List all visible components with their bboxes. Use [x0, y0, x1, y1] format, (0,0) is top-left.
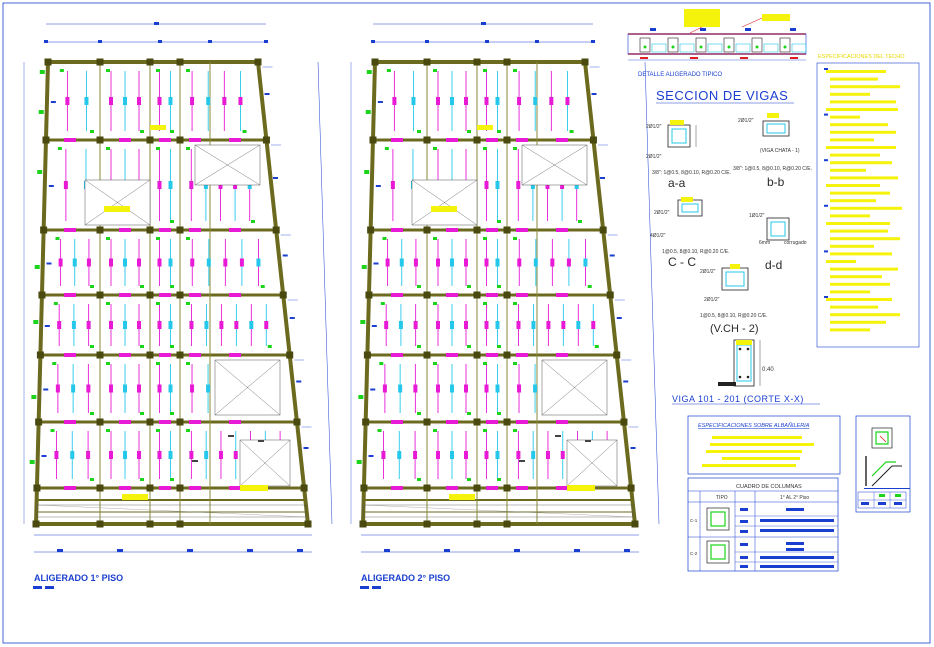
columns-table-title: CUADRO DE COLUMNAS	[736, 484, 802, 490]
svg-text:4Ø1/2": 4Ø1/2"	[650, 233, 666, 239]
section-a-a: 2Ø1/2" 2Ø1/2" 3/8": 1@0.5, 8@0.10, R@0.2…	[646, 120, 731, 190]
svg-text:(VIGA CHATA - 1): (VIGA CHATA - 1)	[760, 148, 800, 154]
svg-text:2Ø1/2": 2Ø1/2"	[654, 210, 670, 216]
columns-table: CUADRO DE COLUMNAS TIPO 1° AL 2° Piso C-…	[687, 477, 839, 572]
svg-text:2Ø1/2": 2Ø1/2"	[646, 124, 662, 130]
svg-text:1@0.5, 8@0.10, R@0.20 C/E.: 1@0.5, 8@0.10, R@0.20 C/E.	[662, 249, 729, 255]
plan-second-floor	[350, 22, 660, 553]
svg-text:2Ø1/2": 2Ø1/2"	[704, 297, 720, 303]
section-d-d: 1Ø1/2" 6mm corrugado d-d	[749, 213, 807, 272]
detail-aligerado-label: DETALLE ALIGERADO TIPICO	[638, 72, 722, 78]
svg-text:corrugado: corrugado	[784, 240, 807, 246]
svg-text:1@0.5, 8@0.10, R@0.20 C/E.: 1@0.5, 8@0.10, R@0.20 C/E.	[700, 313, 767, 319]
detail-yellow-tag	[684, 9, 720, 27]
svg-text:3/8": 1@0.5, 8@0.10, R@0.20 C/: 3/8": 1@0.5, 8@0.10, R@0.20 C/E.	[733, 166, 812, 172]
spec-notes-lines	[824, 68, 902, 332]
section-title: SECCION DE VIGAS	[656, 88, 788, 103]
section-d-d-label: d-d	[765, 258, 782, 272]
albanileria-title: ESPECIFICACIONES SOBRE ALBAÑILERIA	[698, 422, 810, 429]
plan-title-second-floor: ALIGERADO 2° PISO	[361, 573, 450, 583]
svg-text:6mm: 6mm	[759, 240, 770, 246]
column-type-c2: C-2	[690, 551, 698, 556]
column-type-c1: C-1	[690, 518, 698, 523]
albanileria-box	[687, 415, 841, 475]
section-a-a-label: a-a	[668, 176, 686, 190]
svg-text:2Ø1/2": 2Ø1/2"	[700, 269, 716, 275]
viga-title: VIGA 101 - 201 (CORTE X-X)	[672, 394, 804, 404]
svg-text:1Ø1/2": 1Ø1/2"	[749, 213, 765, 219]
section-c-c: 2Ø1/2" 4Ø1/2" 1@0.5, 8@0.10, R@0.20 C/E.…	[650, 197, 729, 269]
section-vch-2-label: (V.CH - 2)	[710, 323, 759, 335]
detail-aligerado	[627, 9, 807, 61]
section-viga-101-201: 0.40 VIGA 101 - 201 (CORTE X-X)	[672, 339, 820, 405]
svg-text:0.40: 0.40	[762, 367, 774, 373]
detail-yellow-tag	[762, 14, 790, 21]
albanileria-notes	[702, 436, 814, 467]
spec-notes-box	[816, 62, 920, 348]
svg-text:2Ø1/2": 2Ø1/2"	[738, 118, 754, 124]
yellow-spec-heading: ESPECIFICACIONES DEL TECHO	[818, 54, 905, 60]
section-vch-2: 2Ø1/2" 2Ø1/2" 1@0.5, 8@0.10, R@0.20 C/E.…	[700, 264, 767, 335]
section-c-c-label: C - C	[668, 255, 696, 269]
svg-text:2Ø1/2": 2Ø1/2"	[646, 154, 662, 160]
plan-title-first-floor: ALIGERADO 1° PISO	[34, 573, 123, 583]
plan-first-floor	[23, 22, 333, 553]
section-b-b: 2Ø1/2" (VIGA CHATA - 1) 3/8": 1@0.5, 8@0…	[733, 113, 812, 189]
svg-text:TIPO: TIPO	[716, 495, 728, 501]
hook-detail-box	[855, 415, 911, 513]
section-b-b-label: b-b	[767, 175, 785, 189]
svg-text:1° AL 2° Piso: 1° AL 2° Piso	[780, 495, 809, 501]
svg-text:3/8": 1@0.5, 8@0.10, R@0.20 C/: 3/8": 1@0.5, 8@0.10, R@0.20 C/E.	[652, 170, 731, 176]
